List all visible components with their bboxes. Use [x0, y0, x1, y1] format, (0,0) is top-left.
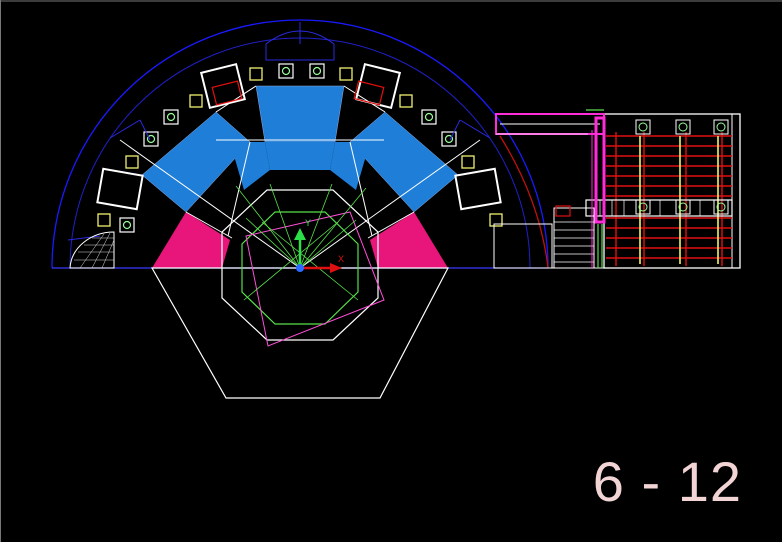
white-corridor [585, 199, 733, 217]
seating-sector-inner-left [230, 142, 270, 190]
dome-apse [265, 30, 335, 61]
stair-rooms [96, 62, 502, 211]
seating-sector-center [255, 85, 345, 143]
perimeter-columns [97, 63, 503, 233]
stair-upper-right [353, 80, 385, 106]
red-curve [499, 135, 549, 269]
right-building [585, 113, 741, 269]
green-rays [235, 183, 367, 301]
magenta-sector-right [370, 212, 448, 268]
red-horizontal-lines [606, 135, 732, 259]
rotated-square [245, 211, 385, 347]
stair-upper-left [211, 80, 243, 106]
room-left [96, 167, 144, 211]
red-vertical-lines [615, 132, 723, 266]
sheet-number-label: 6 - 12 [592, 450, 742, 513]
seating-sector-inner-right [330, 142, 370, 190]
room-right [454, 167, 502, 211]
outer-arc [51, 19, 549, 269]
hexagon-outline [150, 267, 449, 399]
ucs-x-arrow [330, 263, 342, 273]
seating-sector-inner-center [265, 142, 335, 170]
pink-corridor [495, 113, 606, 268]
magenta-sector-left [152, 212, 230, 268]
hatched-quarter [69, 231, 115, 269]
radial-lines [119, 85, 481, 269]
ucs-y-label: Y [305, 218, 311, 228]
octagon-outer [221, 189, 379, 341]
radial-partitions [67, 119, 491, 241]
ucs-icon: Y X [294, 218, 344, 273]
ucs-y-arrow [294, 228, 306, 240]
ucs-x-label: X [338, 254, 344, 264]
ucs-origin [296, 264, 304, 272]
blue-seating-sectors [141, 85, 459, 213]
green-accents [586, 109, 604, 268]
room-upper-left [199, 62, 247, 110]
octagon-inner [241, 211, 359, 325]
